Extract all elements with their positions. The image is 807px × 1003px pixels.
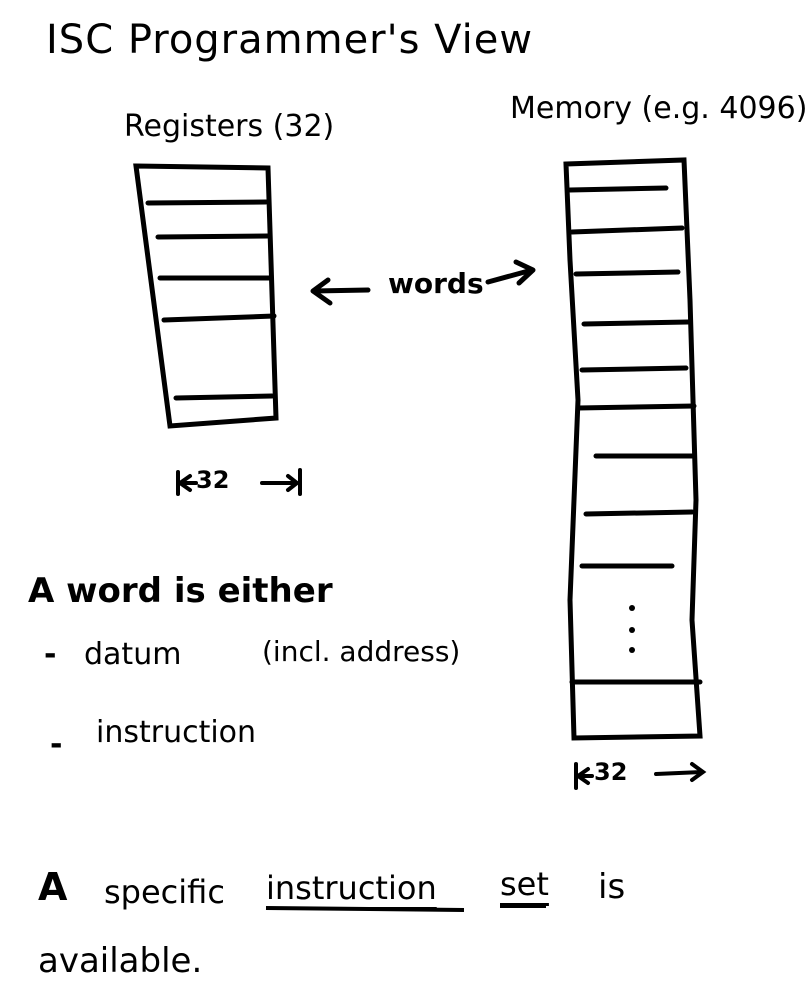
list-bullet: - (44, 637, 57, 672)
words-arrow (310, 259, 536, 306)
memory-row-line (581, 319, 691, 327)
memory-row-line (575, 403, 697, 411)
memory-row-line (567, 185, 669, 193)
register-row-line (161, 313, 277, 323)
memory-width-label: 32 (594, 758, 628, 786)
list-item-note: (incl. address) (262, 635, 461, 668)
registers-box (133, 163, 279, 429)
list-item-instruction: instruction (96, 715, 257, 750)
memory-row-line (573, 269, 681, 277)
statement-word-instruction: instruction (266, 869, 437, 907)
statement-word-available: available. (38, 941, 203, 981)
words-arrow-label: words (388, 267, 484, 300)
registers-label: Registers (32) (124, 109, 335, 144)
statement-word-a: A (38, 865, 68, 909)
statement-word-is: is (598, 867, 626, 907)
memory-box (563, 157, 703, 741)
memory-label: Memory (e.g. 4096) (510, 91, 807, 126)
memory-row-line (579, 365, 689, 373)
register-row-line (145, 199, 269, 206)
list-bullet: - (50, 727, 63, 762)
register-row-line (173, 393, 275, 401)
memory-width-marker (574, 762, 707, 790)
definition-heading: A word is either (28, 571, 333, 611)
list-item-datum: datum (84, 637, 182, 672)
statement-word-specific: specific (104, 873, 225, 911)
register-row-line (155, 233, 271, 240)
registers-width-marker (176, 468, 302, 496)
memory-row-line (583, 509, 695, 517)
memory-ellipsis-dots (629, 605, 635, 653)
memory-row-line (569, 225, 685, 235)
registers-width-label: 32 (196, 466, 230, 494)
instruction-underline (265, 906, 465, 912)
statement-word-set: set (500, 865, 549, 903)
page-title: ISC Programmer's View (46, 17, 534, 63)
